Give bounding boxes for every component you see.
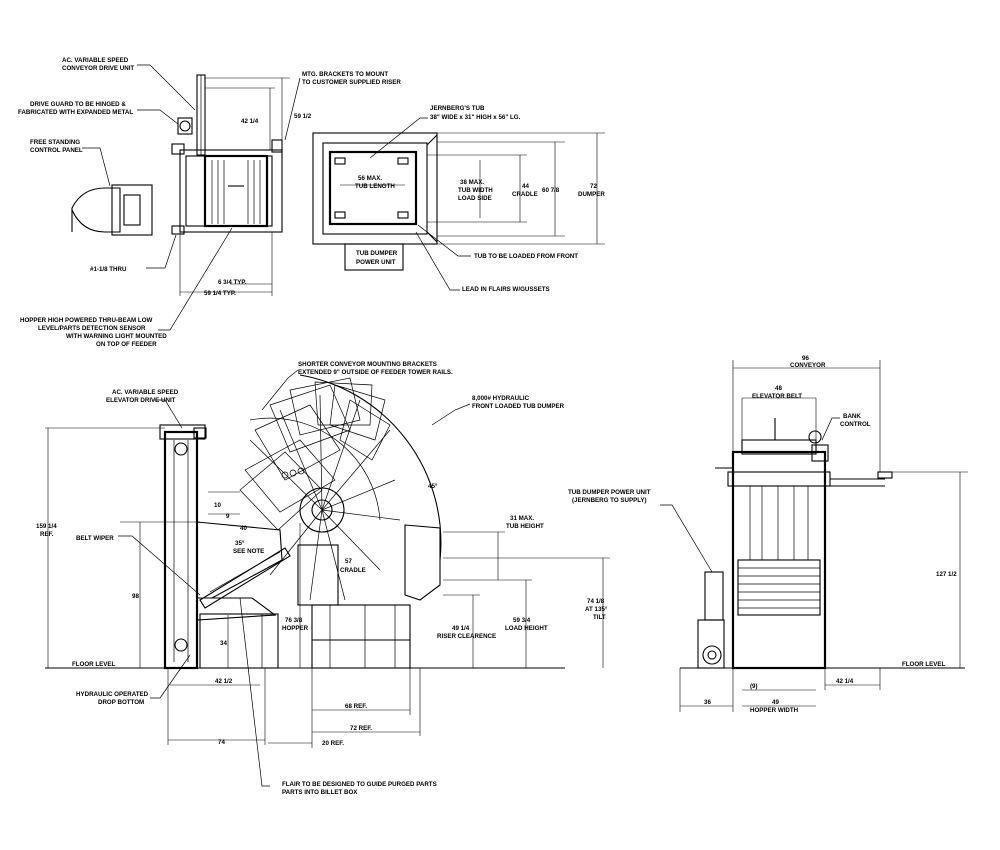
dim-20-ref: 20 REF. xyxy=(322,740,344,747)
note-belt-wiper: BELT WIPER xyxy=(76,535,114,542)
dim-59-1-4: 59 1/4 TYP. xyxy=(204,290,236,297)
dim-76-3-8-2: HOPPER xyxy=(282,625,309,632)
dim-59-3-4-1: 59 3/4 xyxy=(513,617,531,624)
note-thru-hole: #1-1/8 THRU xyxy=(90,266,127,273)
dim-72-dumper-1: 72 xyxy=(590,183,597,190)
dim-35-deg: 35° xyxy=(235,540,245,547)
note-ac-conveyor-drive-2: CONVEYOR DRIVE UNIT xyxy=(62,65,134,72)
dim-49-2: HOPPER WIDTH xyxy=(750,707,799,714)
note-bank-control-2: CONTROL xyxy=(840,421,871,428)
note-control-panel-1: FREE STANDING xyxy=(30,139,80,146)
note-jernbergs-tub-1: JERNBERG'S TUB xyxy=(430,105,485,112)
dim-74-1-8-3: TILT xyxy=(593,614,606,621)
dim-159-1-4-1: 159 1/4 xyxy=(36,523,57,530)
note-power-unit-right-2: (JERNBERG TO SUPPLY) xyxy=(572,497,647,504)
dim-42-1-2: 42 1/2 xyxy=(215,678,233,685)
note-tub-loaded-front: TUB TO BE LOADED FROM FRONT xyxy=(474,253,578,260)
dim-60-7-8: 60 7/8 xyxy=(542,187,560,194)
dim-57: 57 xyxy=(345,558,352,565)
dim-44-cradle-1: 44 xyxy=(522,183,529,190)
note-flair-1: FLAIR TO BE DESIGNED TO GUIDE PURGED PAR… xyxy=(282,781,437,788)
note-ac-conveyor-drive-1: AC. VARIABLE SPEED xyxy=(62,57,129,64)
dim-42-1-4-top: 42 1/4 xyxy=(241,118,259,125)
dim-6-3-4: 6 3/4 TYP. xyxy=(218,279,247,286)
dim-34: 34 xyxy=(220,640,227,647)
dim-72-dumper-2: DUMPER xyxy=(578,191,605,198)
dim-9: 9 xyxy=(226,513,230,520)
dim-48-1: 48 xyxy=(775,385,782,392)
dumper-plan-view xyxy=(312,117,605,291)
dim-68-ref: 68 REF. xyxy=(345,703,367,710)
dim-36: 36 xyxy=(704,699,711,706)
dim-96-2: CONVEYOR xyxy=(790,362,826,369)
annotation-texts: AC. VARIABLE SPEED CONVEYOR DRIVE UNIT D… xyxy=(18,57,957,796)
note-hopper-sensor-4: ON TOP OF FEEDER xyxy=(96,341,157,348)
dim-159-1-4-2: REF. xyxy=(40,531,54,538)
note-ac-elevator-drive-1: AC. VARIABLE SPEED xyxy=(112,389,179,396)
dim-74: 74 xyxy=(218,739,225,746)
note-drive-guard-2: FABRICATED WITH EXPANDED METAL xyxy=(18,109,133,116)
note-tub-dumper-box-1: TUB DUMPER xyxy=(356,250,398,257)
note-drop-bottom-2: DROP BOTTOM xyxy=(98,699,144,706)
note-hydraulic-dumper-2: FRONT LOADED TUB DUMPER xyxy=(472,403,565,410)
dim-74-1-8-2: AT 135° xyxy=(585,606,608,613)
dim-56-tub-length-1: 56 MAX. xyxy=(358,175,382,182)
note-drop-bottom-1: HYDRAULIC OPERATED xyxy=(76,691,149,698)
dim-72-ref: 72 REF. xyxy=(350,725,372,732)
dim-40: 40 xyxy=(240,525,247,532)
dim-56-tub-length-2: TUB LENGTH xyxy=(355,183,395,190)
note-hopper-sensor-2: LEVEL/PARTS DETECTION SENSOR xyxy=(38,325,146,332)
note-hydraulic-dumper-1: 8,000# HYDRAULIC xyxy=(472,395,530,402)
dim-44-cradle-2: CRADLE xyxy=(512,191,538,198)
side-elevation-view xyxy=(45,369,610,787)
dim-31-tub-height-2: TUB HEIGHT xyxy=(506,523,544,530)
note-tub-dumper-box-2: POWER UNIT xyxy=(356,259,396,266)
note-mtg-brackets-1: MTG. BRACKETS TO MOUNT xyxy=(302,71,388,78)
note-flair-2: PARTS INTO BILLET BOX xyxy=(282,789,358,796)
note-floor-level-left: FLOOR LEVEL xyxy=(72,661,116,668)
note-bank-control-1: BANK xyxy=(843,413,861,420)
dim-127-1-2: 127 1/2 xyxy=(936,571,957,578)
dim-98: 98 xyxy=(132,593,139,600)
dim-38-tub-width-1: 38 MAX. xyxy=(460,179,484,186)
note-jernbergs-tub-2: 38" WIDE x 31" HIGH x 56" LG. xyxy=(430,114,521,121)
dim-49-1: 49 xyxy=(772,699,779,706)
note-hopper-sensor-1: HOPPER HIGH POWERED THRU-BEAM LOW xyxy=(20,317,153,324)
dim-38-tub-width-2: TUB WIDTH xyxy=(458,187,493,194)
note-floor-level-right: FLOOR LEVEL xyxy=(902,661,946,668)
note-mtg-brackets-2: TO CUSTOMER SUPPLIED RISER xyxy=(302,79,401,86)
dim-38-tub-width-3: LOAD SIDE xyxy=(458,195,492,202)
dim-9-paren: (9) xyxy=(750,683,758,690)
dim-76-3-8-1: 76 3/8 xyxy=(285,617,303,624)
note-ac-elevator-drive-2: ELEVATOR DRIVE UNIT xyxy=(106,397,176,404)
dim-45-deg: 45° xyxy=(428,483,438,490)
dim-31-tub-height-1: 31 MAX. xyxy=(510,515,534,522)
dim-59-3-4-2: LOAD HEIGHT xyxy=(505,625,548,632)
note-drive-guard-1: DRIVE GUARD TO BE HINGED & xyxy=(30,101,126,108)
front-elevation-view xyxy=(660,360,968,712)
note-shorter-conveyor-1: SHORTER CONVEYOR MOUNTING BRACKETS xyxy=(298,361,437,368)
dim-10: 10 xyxy=(214,502,221,509)
dim-cradle: CRADLE xyxy=(340,567,366,574)
note-see-note: SEE NOTE xyxy=(233,548,264,555)
dim-49-1-4-1: 49 1/4 xyxy=(452,625,470,632)
top-plan-view xyxy=(71,64,301,331)
note-power-unit-right-1: TUB DUMPER POWER UNIT xyxy=(568,489,651,496)
dim-49-1-4-2: RISER CLEARENCE xyxy=(437,633,496,640)
dim-42-1-4-right: 42 1/4 xyxy=(836,678,854,685)
note-control-panel-2: CONTROL PANEL xyxy=(30,147,83,154)
note-shorter-conveyor-2: EXTENDED 9" OUTSIDE OF FEEDER TOWER RAIL… xyxy=(298,369,453,376)
dim-48-2: ELEVATOR BELT xyxy=(752,393,802,400)
dim-59-1-2: 59 1/2 xyxy=(294,113,312,120)
note-lead-in-flairs: LEAD IN FLAIRS W/GUSSETS xyxy=(462,286,550,293)
note-hopper-sensor-3: WITH WARNING LIGHT MOUNTED xyxy=(66,333,167,340)
dim-96-1: 96 xyxy=(802,355,809,362)
dim-74-1-8-1: 74 1/8 xyxy=(587,598,605,605)
